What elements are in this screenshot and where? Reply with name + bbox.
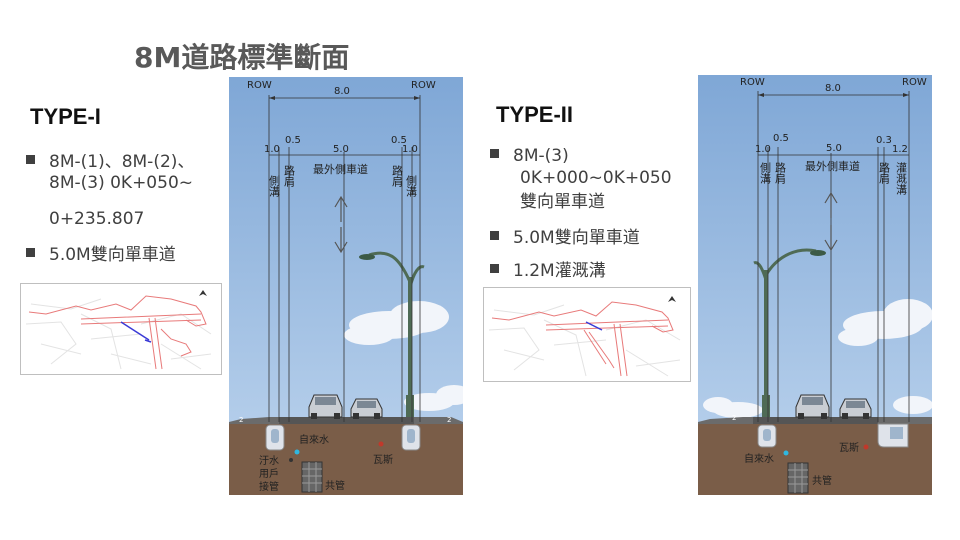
type1-dim-3: 5.0 [333, 144, 349, 155]
type2-row-left: ROW [740, 77, 765, 88]
type1-gas-label: 瓦斯 [373, 453, 393, 466]
type1-label-lane: 最外側車道 [313, 162, 368, 176]
type1-label-ditch-left: 側溝 [268, 175, 281, 198]
type2-label-irrigation: 灌溉溝 [895, 162, 908, 196]
type1-heading: TYPE-I [30, 104, 101, 129]
type2-label-shoulder-left: 路肩 [774, 162, 787, 185]
type2-common-label: 共管 [812, 474, 832, 487]
type2-bullet-1-line2: 0K+000~0K+050 [520, 168, 672, 188]
type1-slope-right: 2 [447, 416, 451, 424]
type1-location-map [20, 283, 222, 375]
type2-row-right: ROW [902, 77, 927, 88]
type2-bullet-2-text: 5.0M雙向單車道 [513, 228, 640, 248]
type2-bullet-3-text: 1.2M灌溉溝 [513, 261, 606, 281]
type1-row-right: ROW [411, 80, 436, 91]
type1-dim-2: 0.5 [285, 135, 301, 146]
type2-total-width: 8.0 [825, 83, 841, 94]
type1-bullet-1-line2: 8M-(3) 0K+050~ [49, 173, 194, 193]
type2-bullet-1-text: 8M-(3) [513, 146, 569, 166]
type2-dim-1: 1.0 [755, 144, 771, 155]
type2-label-ditch-left: 側溝 [759, 162, 772, 185]
type2-bullet-3: 1.2M灌溉溝 [490, 261, 606, 282]
type1-sewer-label: 汙水 [259, 454, 279, 467]
type1-dim-1: 1.0 [264, 144, 280, 155]
type2-location-map [483, 287, 691, 382]
type2-bullet-1-line3: 雙向單車道 [520, 192, 605, 212]
type2-dim-3: 5.0 [826, 143, 842, 154]
page-title: 8M道路標準斷面 [134, 41, 350, 74]
type2-bullet-2: 5.0M雙向單車道 [490, 228, 640, 249]
type1-label-shoulder-right: 路肩 [391, 165, 404, 188]
type2-heading: TYPE-II [496, 102, 574, 127]
type2-gas-label: 瓦斯 [839, 441, 859, 454]
type1-bullet-2: 5.0M雙向單車道 [26, 245, 176, 266]
type1-bullet-1-text: 8M-(1)、8M-(2)、 [49, 152, 195, 172]
type2-dim-5: 1.2 [892, 144, 908, 155]
type2-slope-left: 2 [732, 414, 736, 422]
type1-water-label: 自來水 [299, 433, 329, 446]
type1-dim-5: 1.0 [402, 144, 418, 155]
type1-bullet-1: 8M-(1)、8M-(2)、 [26, 152, 194, 173]
type1-bullet-2-text: 5.0M雙向單車道 [49, 245, 176, 265]
type1-row-left: ROW [247, 80, 272, 91]
type1-dim-4: 0.5 [391, 135, 407, 146]
type2-dim-2: 0.5 [773, 133, 789, 144]
type2-cross-section: ROW ROW 8.0 1.0 0.5 5.0 0.3 1.2 側溝 路肩 最外… [698, 75, 932, 495]
type2-label-lane: 最外側車道 [805, 159, 860, 173]
type1-sewer-line1: 汙水 [259, 454, 279, 467]
type2-label-shoulder-right: 路肩 [878, 162, 891, 185]
type1-label-shoulder-left: 路肩 [283, 165, 296, 188]
type1-sewer-line3: 接管 [259, 480, 279, 493]
type1-sewer-line2: 用戶 [259, 468, 279, 480]
type1-bullet-1-line3: 0+235.807 [49, 209, 145, 229]
type1-slope-left: 2 [239, 416, 243, 424]
type1-common-label: 共管 [325, 479, 345, 492]
type2-dim-4: 0.3 [876, 135, 892, 146]
type1-total-width: 8.0 [334, 86, 350, 97]
type1-cross-section: ROW ROW 8.0 1.0 0.5 5.0 0.5 1.0 側溝 路肩 最外… [229, 77, 463, 495]
type1-label-ditch-right: 側溝 [405, 175, 418, 198]
type2-water-label: 自來水 [744, 452, 774, 465]
type2-bullet-1: 8M-(3) [490, 146, 569, 167]
